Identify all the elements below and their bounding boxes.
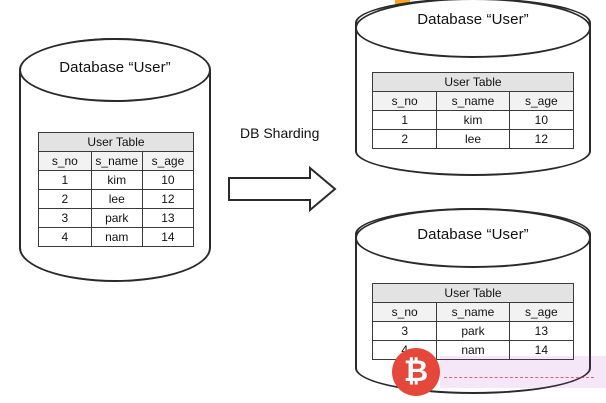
watermark-band <box>440 356 606 388</box>
table-row: 1 kim 10 <box>371 110 575 130</box>
column-header: s_no <box>38 151 92 171</box>
bitcoin-logo-icon: ₿ <box>392 348 440 396</box>
table-cell: 3 <box>38 208 92 228</box>
table-cell: 14 <box>508 340 575 360</box>
table-caption: User Table <box>38 132 194 152</box>
table-cell: kim <box>90 170 143 190</box>
column-header: s_name <box>436 302 510 322</box>
table-cell: 12 <box>508 129 575 149</box>
table-cell: 10 <box>508 110 575 130</box>
column-header: s_age <box>508 302 575 322</box>
table-caption-row: User Table <box>372 72 574 92</box>
table-header-row: s_no s_name s_age <box>371 91 575 111</box>
table-cell: 14 <box>141 227 195 247</box>
table-row: 3 park 13 <box>38 208 195 228</box>
cylinder-top <box>355 208 591 268</box>
table-header-row: s_no s_name s_age <box>371 302 575 322</box>
table-row: 4 nam 14 <box>38 227 195 247</box>
column-header: s_name <box>90 151 143 171</box>
user-table: User Table s_no s_name s_age 3 park 13 4… <box>371 283 575 360</box>
table-row: 4 nam 14 <box>371 340 575 360</box>
table-cell: 2 <box>371 129 438 149</box>
database-source: Database “User” User Table s_no s_name s… <box>19 38 211 282</box>
table-row: 2 lee 12 <box>371 129 575 149</box>
table-row: 3 park 13 <box>371 321 575 341</box>
table-cell: park <box>90 208 143 228</box>
database-title: Database “User” <box>59 59 171 76</box>
column-header: s_age <box>141 151 195 171</box>
table-cell: 13 <box>141 208 195 228</box>
table-cell: lee <box>436 129 510 149</box>
table-cell: nam <box>90 227 143 247</box>
user-table: User Table s_no s_name s_age 1 kim 10 2 … <box>371 72 575 149</box>
table-caption: User Table <box>372 72 574 92</box>
table-cell: park <box>436 321 510 341</box>
user-table: User Table s_no s_name s_age 1 kim 10 2 … <box>38 132 195 247</box>
cylinder-top <box>19 38 211 102</box>
column-header: s_no <box>371 91 438 111</box>
table-header-row: s_no s_name s_age <box>38 151 195 171</box>
table-cell: 1 <box>371 110 438 130</box>
table-cell: 4 <box>38 227 92 247</box>
right-arrow-icon <box>228 166 337 212</box>
table-cell: 2 <box>38 189 92 209</box>
column-header: s_age <box>508 91 575 111</box>
table-row: 2 lee 12 <box>38 189 195 209</box>
table-cell: 3 <box>371 321 438 341</box>
cylinder-top <box>355 0 591 58</box>
table-cell: 10 <box>141 170 195 190</box>
table-cell: kim <box>436 110 510 130</box>
sharding-label: DB Sharding <box>240 125 320 141</box>
table-cell: 12 <box>141 189 195 209</box>
database-title: Database “User” <box>417 11 529 28</box>
table-caption: User Table <box>372 283 574 303</box>
column-header: s_name <box>436 91 510 111</box>
column-header: s_no <box>371 302 438 322</box>
watermark-line <box>444 377 594 378</box>
database-title: Database “User” <box>417 226 529 243</box>
table-caption-row: User Table <box>372 283 574 303</box>
table-cell: lee <box>90 189 143 209</box>
table-row: 1 kim 10 <box>38 170 195 190</box>
database-shard-1: Database “User” User Table s_no s_name s… <box>355 0 591 176</box>
table-caption-row: User Table <box>38 132 194 152</box>
table-cell: 13 <box>508 321 575 341</box>
table-cell: 1 <box>38 170 92 190</box>
